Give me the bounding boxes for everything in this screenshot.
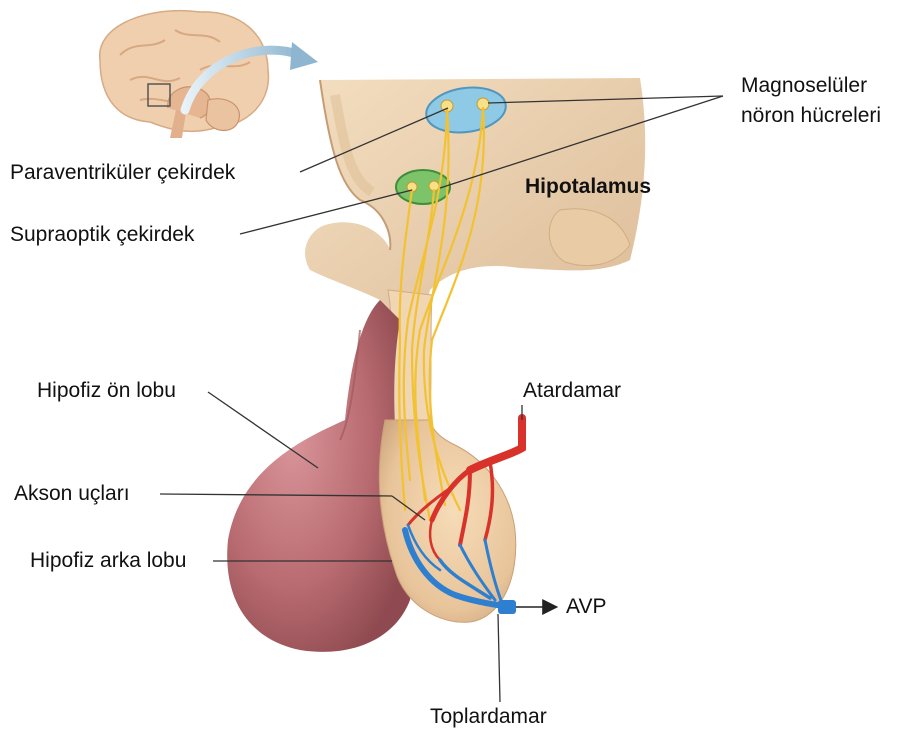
posterior-pituitary-label: Hipofiz arka lobu: [30, 548, 186, 573]
supraoptic-label: Supraoptik çekirdek: [10, 222, 194, 247]
axon-terminals-label: Akson uçları: [14, 481, 130, 506]
artery-label: Atardamar: [523, 378, 621, 403]
brain-thumbnail: [100, 11, 269, 138]
magnocellular-label-line1: Magnoselüler: [741, 73, 867, 98]
magnocellular-label-line2: nöron hücreleri: [741, 103, 881, 128]
vein-label: Toplardamar: [430, 704, 547, 729]
vein-outlet: [498, 600, 516, 614]
hypothalamus-label: Hipotalamus: [525, 174, 651, 199]
paraventricular-label: Paraventriküler çekirdek: [10, 160, 235, 185]
avp-label: AVP: [566, 594, 606, 619]
anterior-pituitary-label: Hipofiz ön lobu: [37, 378, 176, 403]
